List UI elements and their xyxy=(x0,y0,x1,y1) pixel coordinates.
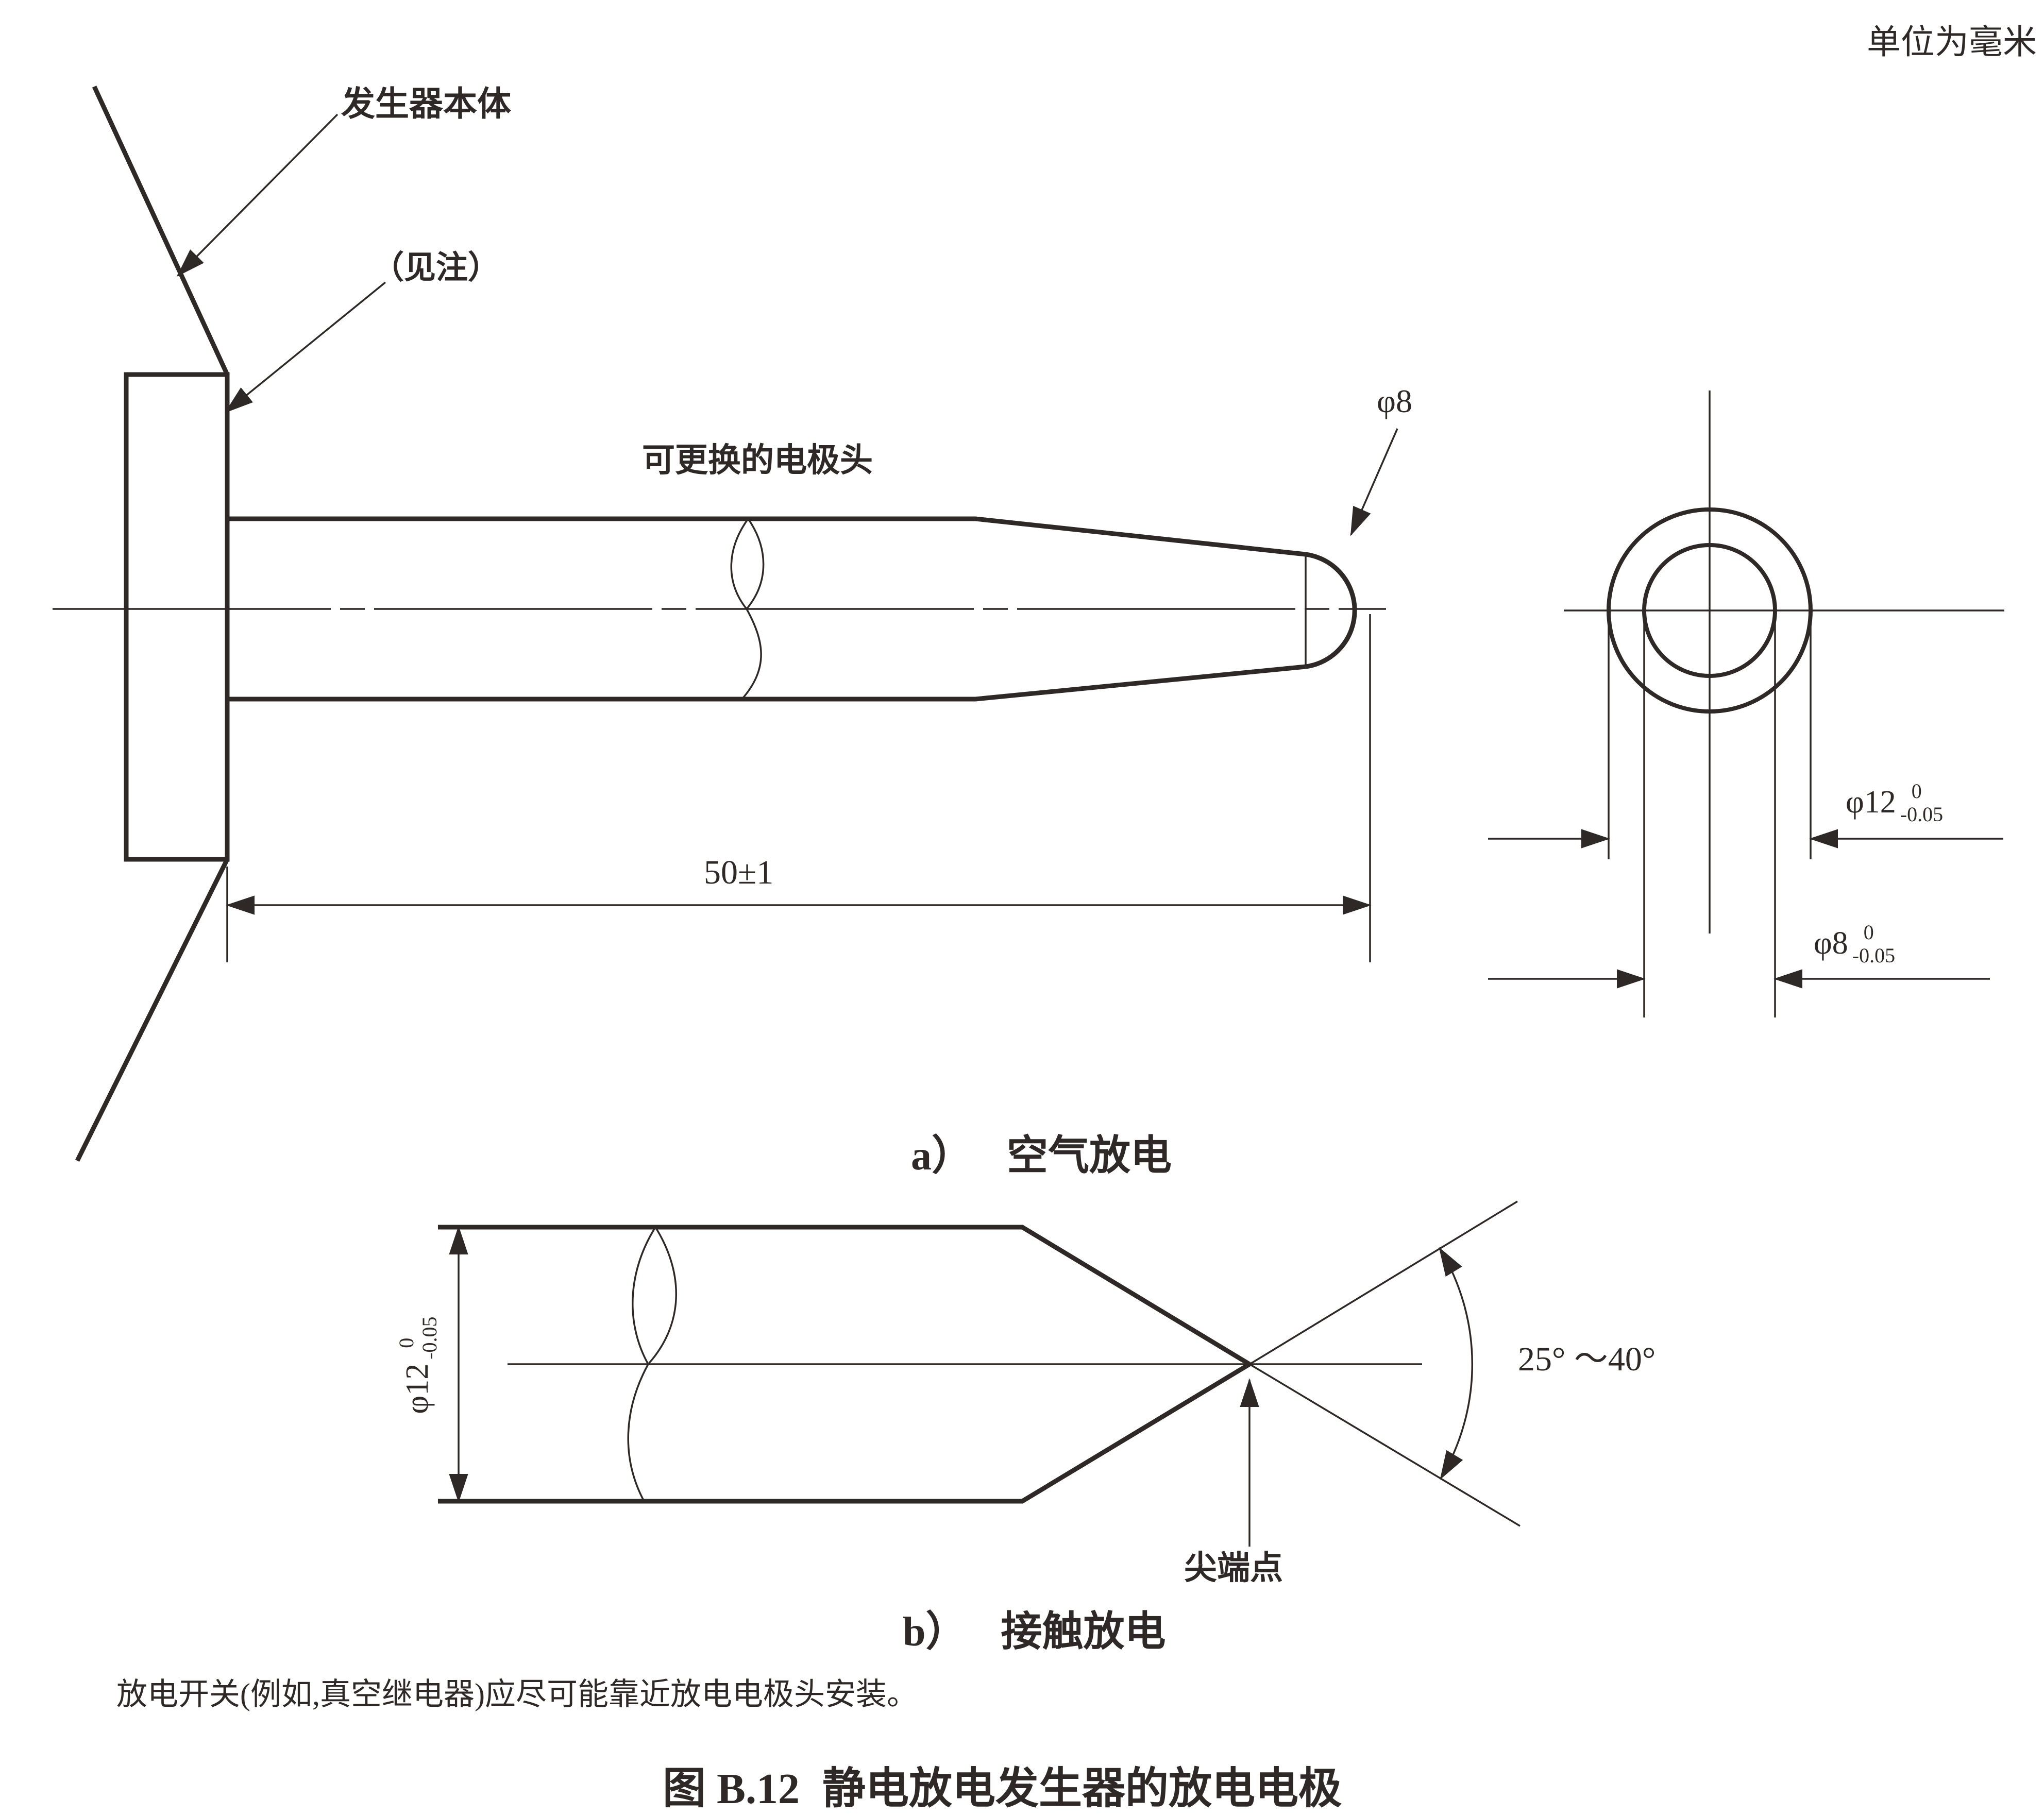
b-bottom-line xyxy=(438,1362,1251,1504)
note-text: 放电开关(例如,真空继电器)应尽可能靠近放电电极头安装。 xyxy=(116,1677,918,1711)
outer-dia-value: φ12 xyxy=(1846,784,1896,820)
break-symbol-b-lower xyxy=(627,1364,649,1502)
end-view-thin-lines xyxy=(1488,391,2004,1017)
flange-outline xyxy=(124,372,230,862)
outer-dia-tol-lower: -0.05 xyxy=(1900,802,1944,826)
caption-view-a: a） 空气放电 xyxy=(911,1122,1172,1182)
b-top-line xyxy=(438,1225,1251,1366)
figure-caption: 图 B.12 静电放电发生器的放电电极 xyxy=(663,1754,1342,1816)
caption-view-b: b） 接触放电 xyxy=(903,1598,1166,1658)
shaft-bottom-line xyxy=(227,664,1306,702)
label-tip-point: 尖端点 xyxy=(1184,1550,1283,1586)
caption-a-label: 空气放电 xyxy=(1007,1133,1172,1179)
shaft-top-line xyxy=(227,516,1306,557)
label-see-note: （见注） xyxy=(372,250,500,285)
tip-diameter-leader-arrow xyxy=(1350,428,1398,536)
length-dim-text: 50±1 xyxy=(704,854,774,891)
figure-caption-number: 图 B.12 xyxy=(663,1765,800,1813)
label-generator-body: 发生器本体 xyxy=(341,86,511,123)
units-note: 单位为毫米 xyxy=(1867,24,2037,61)
label-replaceable-tip: 可更换的电极头 xyxy=(642,442,873,479)
break-symbol-a-lower xyxy=(741,608,762,700)
b-diameter-tolerance: 0 -0.05 xyxy=(395,1316,442,1359)
break-symbol-b-upper-right xyxy=(647,1227,677,1365)
inner-dia-tol-upper: 0 xyxy=(1863,921,1874,944)
view-a-outline xyxy=(75,86,1357,1162)
view-b-outline xyxy=(438,1225,1251,1504)
b-diameter-tol-lower: -0.05 xyxy=(418,1316,441,1360)
break-symbol-a-upper-right xyxy=(746,518,765,610)
outer-dia-dim-text: φ12 0 -0.05 xyxy=(1846,779,1943,825)
angle-dimension-arc xyxy=(1439,1247,1474,1480)
angle-dim-text: 25° ～40° xyxy=(1518,1340,1656,1378)
b-diameter-tol-upper: 0 xyxy=(395,1337,418,1348)
inner-dia-dim-text: φ8 0 -0.05 xyxy=(1814,920,1895,966)
see-note-leader-arrow xyxy=(224,281,386,413)
electrode-dome-arc xyxy=(1305,552,1357,669)
b-diameter-value: φ12 xyxy=(400,1363,435,1414)
outer-dia-tol-upper: 0 xyxy=(1911,779,1922,803)
label-tip-diameter: φ8 xyxy=(1377,383,1412,419)
break-symbol-a-upper-left xyxy=(730,518,749,610)
view-a-thin-lines xyxy=(53,113,1398,962)
figure-caption-title: 静电放电发生器的放电电极 xyxy=(822,1765,1342,1813)
inner-dia-tol-lower: -0.05 xyxy=(1852,943,1896,967)
generator-cone-top-line xyxy=(92,86,230,376)
inner-dia-tolerance: 0 -0.05 xyxy=(1852,921,1895,968)
angle-line-lower xyxy=(1200,1334,1521,1527)
angle-line-upper xyxy=(1200,1200,1518,1395)
caption-a-prefix: a） xyxy=(911,1133,973,1179)
break-symbol-b-upper-left xyxy=(632,1227,656,1365)
caption-b-prefix: b） xyxy=(903,1609,967,1655)
caption-b-label: 接触放电 xyxy=(1001,1609,1166,1655)
outer-dia-tolerance: 0 -0.05 xyxy=(1900,779,1944,826)
inner-dia-value: φ8 xyxy=(1814,925,1848,961)
view-b-thin-lines xyxy=(449,1200,1521,1547)
b-diameter-dim-text: φ12 0 -0.05 xyxy=(394,1316,441,1414)
generator-body-leader-arrow xyxy=(177,113,339,277)
generator-cone-bottom-line xyxy=(75,858,230,1162)
